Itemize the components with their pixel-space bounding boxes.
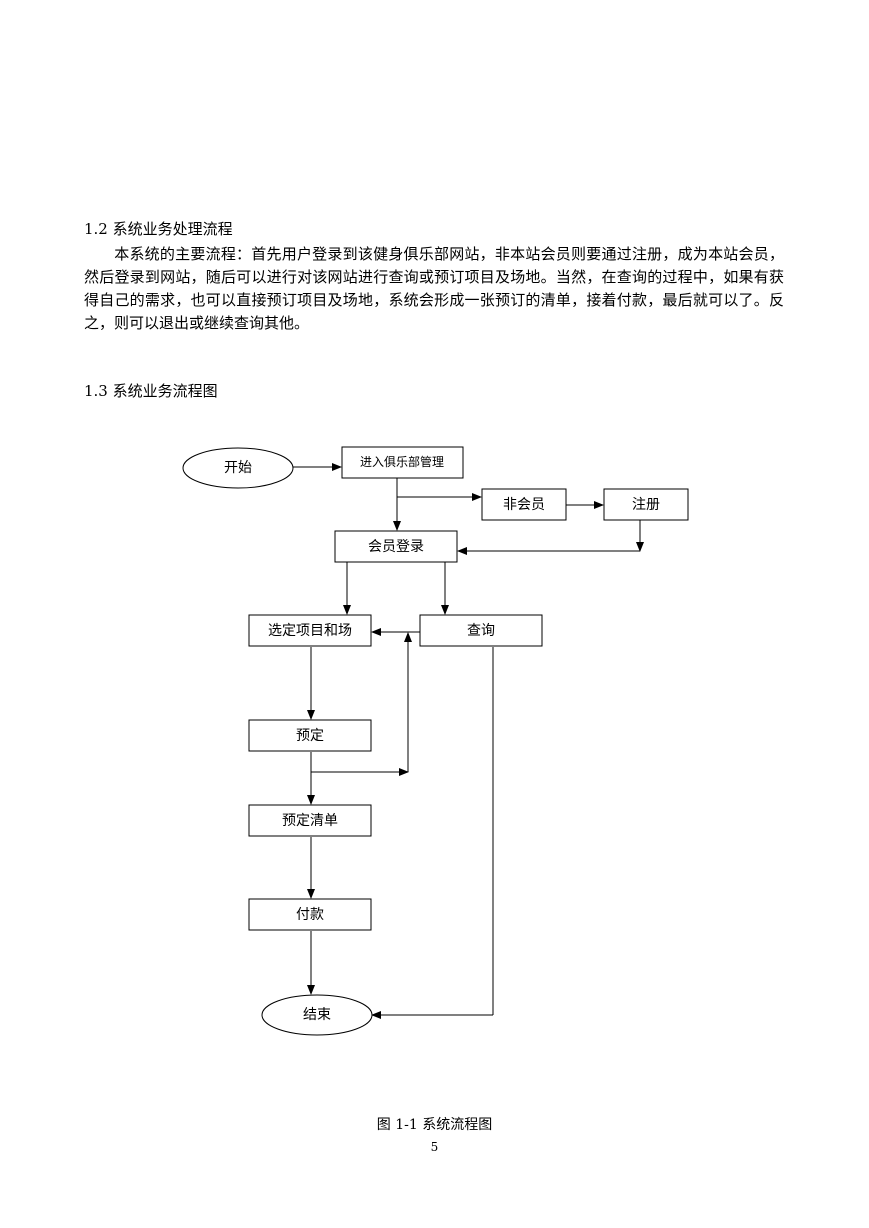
node-enter-club bbox=[341, 446, 464, 479]
node-non-member bbox=[481, 488, 567, 521]
label-start: 开始 bbox=[224, 460, 252, 476]
label-query: 查询 bbox=[467, 623, 495, 639]
label-member-login: 会员登录 bbox=[368, 539, 424, 555]
page-number: 5 bbox=[430, 1140, 439, 1154]
label-non-member: 非会员 bbox=[503, 497, 545, 513]
arrow-enter-to-nonmember bbox=[396, 478, 482, 501]
node-query bbox=[419, 614, 543, 647]
node-select-items bbox=[248, 614, 372, 647]
section-1-2-heading: 1.2 系统业务处理流程 bbox=[84, 220, 233, 238]
label-pay: 付款 bbox=[296, 907, 324, 923]
label-book: 预定 bbox=[296, 728, 324, 744]
section-1-2-body-text: 本系统的主要流程：首先用户登录到该健身俱乐部网站，非本站会员则要通过注册，成为本… bbox=[84, 245, 784, 332]
node-pay bbox=[248, 898, 372, 931]
label-enter-club: 进入俱乐部管理 bbox=[360, 454, 444, 469]
label-end: 结束 bbox=[303, 1007, 331, 1023]
node-booking-list bbox=[248, 804, 372, 837]
label-register: 注册 bbox=[632, 497, 660, 513]
section-1-2-body: 本系统的主要流程：首先用户登录到该健身俱乐部网站，非本站会员则要通过注册，成为本… bbox=[84, 243, 784, 335]
node-register bbox=[603, 488, 689, 521]
section-1-3-heading: 1.3 系统业务流程图 bbox=[84, 382, 218, 400]
label-select-items: 选定项目和场 bbox=[268, 623, 352, 639]
node-member-login bbox=[334, 530, 458, 563]
node-start bbox=[182, 447, 294, 489]
label-booking-list: 预定清单 bbox=[282, 813, 338, 829]
node-end bbox=[261, 994, 373, 1036]
node-book bbox=[248, 719, 372, 752]
figure-caption: 图 1-1 系统流程图 bbox=[376, 1117, 493, 1133]
